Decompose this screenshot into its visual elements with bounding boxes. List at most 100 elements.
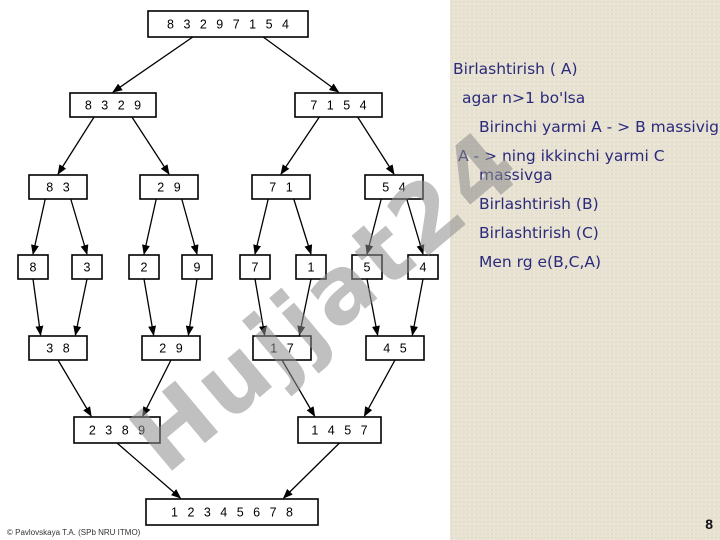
node-box <box>294 92 383 118</box>
diagram-edges <box>31 36 425 499</box>
node-label: 8 <box>30 261 40 275</box>
algorithm-line-1: Birlashtirish ( A) <box>453 60 578 78</box>
edge-n10-n16 <box>185 278 198 336</box>
diagram-node: 9 <box>181 254 213 280</box>
node-label: 8 3 <box>46 181 72 195</box>
algorithm-line-3: Birinchi yarmi A - > B massiviga <box>479 118 720 136</box>
node-label: 7 1 5 4 <box>310 99 369 113</box>
diagram-node: 4 5 <box>365 335 425 361</box>
node-label: 8 3 2 9 <box>85 99 144 113</box>
node-box <box>407 254 439 280</box>
node-box <box>145 498 319 526</box>
node-box <box>17 254 49 280</box>
diagram-node: 4 <box>407 254 439 280</box>
node-label: 7 <box>252 261 262 275</box>
node-label: 5 4 <box>382 181 408 195</box>
diagram-node: 3 <box>71 254 103 280</box>
diagram-node: 8 3 2 9 <box>69 92 157 118</box>
node-box <box>181 254 213 280</box>
edge-n6-n13 <box>365 198 382 255</box>
diagram-node: 7 <box>239 254 271 280</box>
node-box <box>128 254 160 280</box>
edge-n5-n11 <box>253 198 269 255</box>
diagram-node: 1 2 3 4 5 6 7 8 <box>145 498 319 526</box>
node-label: 9 <box>194 261 204 275</box>
edge-n12-n17 <box>297 278 312 336</box>
node-label: 7 1 <box>269 181 295 195</box>
mergesort-diagram: 8 3 2 9 7 1 5 4 8 3 2 9 7 1 5 4 8 3 2 9 7 1 5 … <box>17 10 439 526</box>
diagram-node: 5 <box>351 254 383 280</box>
node-box <box>28 335 88 361</box>
algorithm-line-5: Birlashtirish (B) <box>479 195 599 213</box>
edge-n9-n16 <box>143 278 157 336</box>
diagram-node: 7 1 <box>251 174 311 200</box>
node-label: 2 3 8 9 <box>89 424 148 438</box>
edge-n19-n21 <box>116 442 182 499</box>
edge-n14-n18 <box>410 278 424 336</box>
diagram-node: 8 <box>17 254 49 280</box>
node-label: 2 <box>141 261 151 275</box>
node-label: 1 2 3 4 5 6 7 8 <box>171 506 296 520</box>
diagram-node: 7 1 5 4 <box>294 92 383 118</box>
diagram-node: 2 3 8 9 <box>73 416 161 444</box>
diagram-node: 3 8 <box>28 335 88 361</box>
algorithm-line-4: A - > ning ikkinchi yarmi C massivga <box>458 147 720 185</box>
edge-n2-n5 <box>280 116 320 175</box>
node-box <box>239 254 271 280</box>
node-box <box>251 174 311 200</box>
edge-n0-n2 <box>262 36 340 93</box>
diagram-node: 2 9 <box>141 335 201 361</box>
node-label: 2 9 <box>157 181 183 195</box>
edge-n2-n6 <box>357 116 395 175</box>
node-label: 4 5 <box>383 342 409 356</box>
edge-n20-n21 <box>282 442 340 499</box>
node-label: 3 <box>84 261 94 275</box>
edge-n16-n19 <box>142 359 172 417</box>
diagram-node: 1 4 5 7 <box>297 416 382 444</box>
diagram-node: 2 <box>128 254 160 280</box>
edge-n8-n15 <box>73 278 88 336</box>
node-box <box>28 174 88 200</box>
edge-n5-n12 <box>293 198 313 255</box>
algorithm-line-7: Men rg e(B,C,A) <box>479 253 602 271</box>
edge-n4-n9 <box>142 198 157 255</box>
diagram-node: 8 3 <box>28 174 88 200</box>
edge-n3-n7 <box>31 198 46 255</box>
diagram-node: 1 <box>295 254 327 280</box>
node-box <box>295 254 327 280</box>
node-box <box>365 335 425 361</box>
node-box <box>351 254 383 280</box>
node-label: 4 <box>420 261 430 275</box>
diagram-node: 5 4 <box>364 174 424 200</box>
node-label: 5 <box>364 261 374 275</box>
edge-n13-n18 <box>366 278 380 336</box>
algorithm-line-6: Birlashtirish (C) <box>479 224 599 242</box>
algorithm-line-2: agar n>1 bo'lsa <box>462 89 586 107</box>
algorithm-text: Birlashtirish ( A) agar n>1 bo'lsa Birin… <box>450 60 720 282</box>
node-box <box>297 416 382 444</box>
edge-n1-n4 <box>131 116 170 175</box>
node-label: 2 9 <box>159 342 185 356</box>
edge-n15-n19 <box>57 359 92 417</box>
diagram-node: 8 3 2 9 7 1 5 4 <box>147 10 309 38</box>
edge-n18-n20 <box>363 359 396 417</box>
node-box <box>71 254 103 280</box>
diagram-nodes: 8 3 2 9 7 1 5 4 8 3 2 9 7 1 5 4 8 3 2 9 7 1 5 … <box>17 10 439 526</box>
node-box <box>69 92 157 118</box>
edge-n17-n20 <box>281 359 316 417</box>
node-box <box>147 10 309 38</box>
algorithm-line-4-text: A - > ning ikkinchi yarmi C massivga <box>458 147 665 184</box>
edge-n7-n15 <box>32 278 44 336</box>
node-box <box>73 416 161 444</box>
node-box <box>139 174 199 200</box>
node-label: 1 7 <box>270 342 296 356</box>
node-label: 1 <box>308 261 318 275</box>
page-number: 8 <box>705 516 713 532</box>
diagram-node: 2 9 <box>139 174 199 200</box>
edge-n1-n3 <box>57 116 95 175</box>
edge-n6-n14 <box>406 198 425 255</box>
edge-n0-n1 <box>112 36 194 93</box>
diagram-node: 1 7 <box>252 335 312 361</box>
right-panel: Birlashtirish ( A) agar n>1 bo'lsa Birin… <box>450 0 720 540</box>
